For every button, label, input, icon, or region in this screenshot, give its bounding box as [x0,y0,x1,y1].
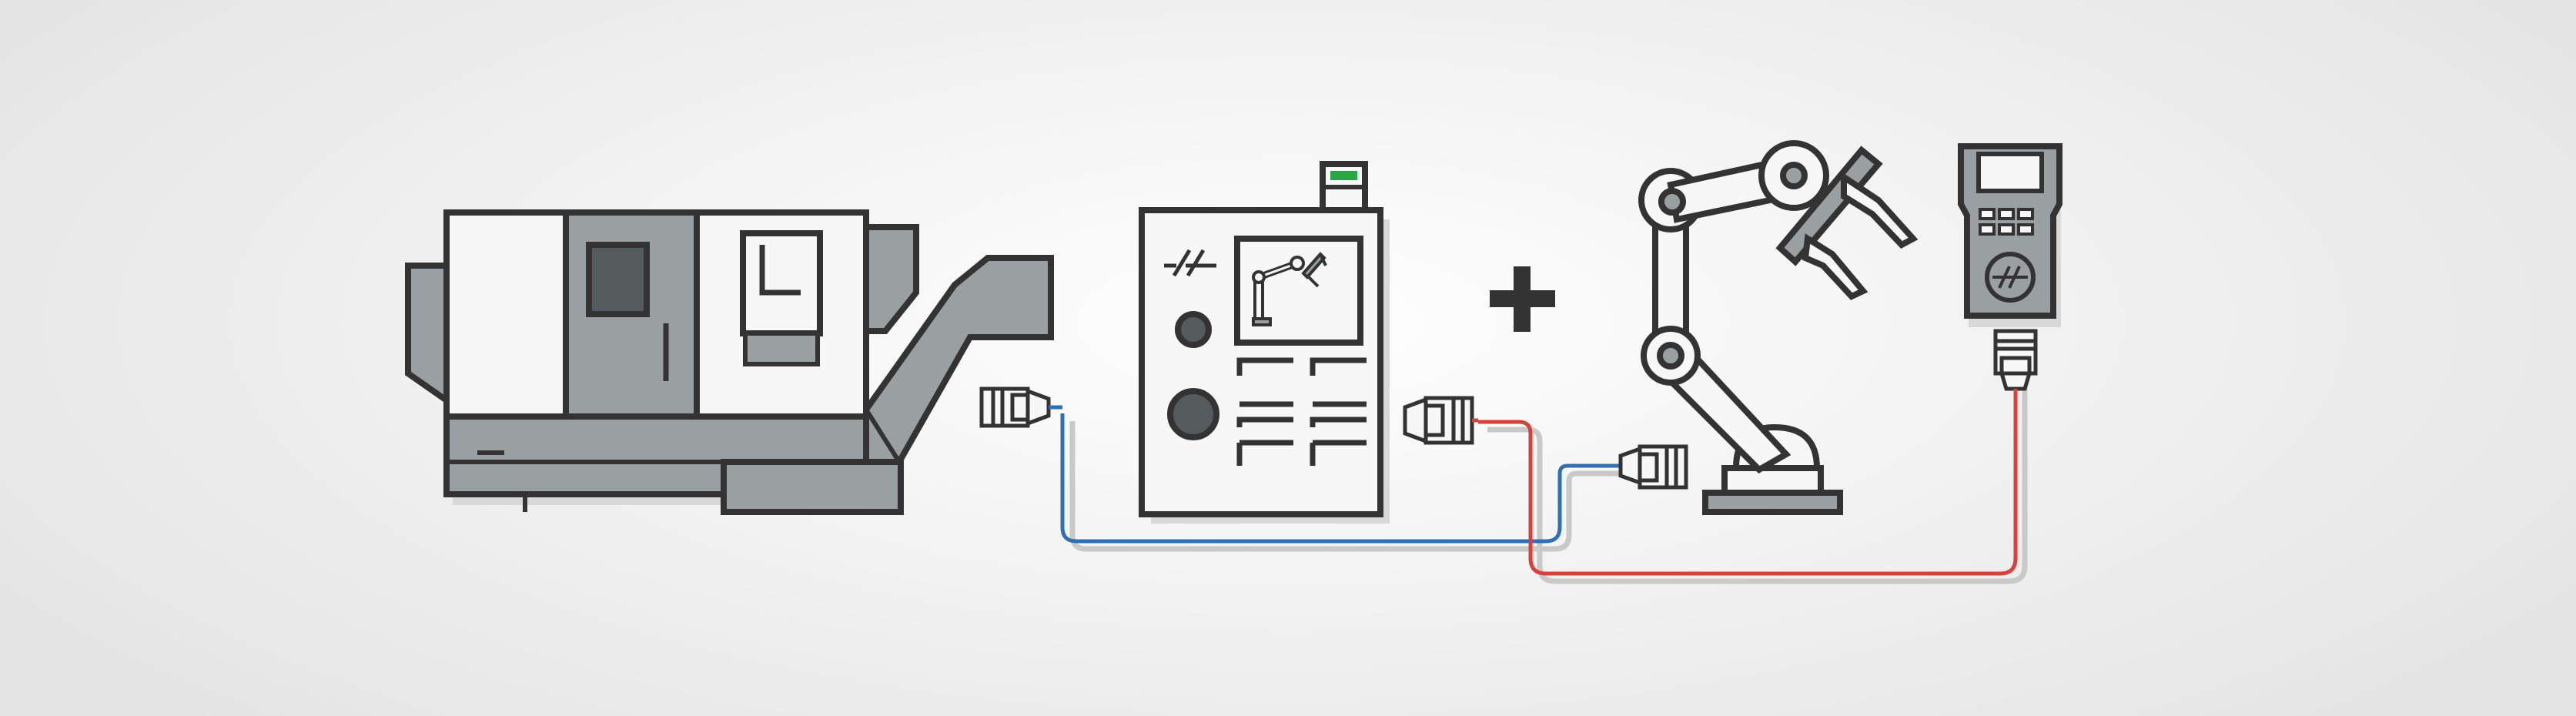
teach-pendant-connector [1993,329,2038,396]
door-window [586,242,650,317]
cable-shadows [1069,385,2028,584]
pendant-knob-small [1175,311,1212,348]
red-cable [1478,377,2018,576]
lathe-control-panel [740,230,823,336]
haas-logo [1164,249,1216,277]
robot-base-plate [1702,490,1843,515]
teach-pendant-screen [1976,152,2044,193]
robot-arm [1638,140,1919,515]
robot-gripper-finger-top [1841,171,1919,249]
teach-pendant-keys [1979,208,2034,236]
cnc-lathe [405,209,1054,515]
robot-gripper-finger-bottom [1802,233,1868,300]
pendant-keypad [1236,357,1367,466]
robot-teach-pendant [1958,143,2062,327]
robot-ethernet-connector [1618,444,1688,490]
plus-sign [1490,266,1555,332]
pendant-ethernet-connector [1403,396,1478,445]
lathe-ethernet-connector [979,386,1062,428]
pendant-knob-large [1167,388,1219,440]
screen-robot-icon [1252,252,1327,326]
control-pendant [1139,161,1390,524]
robot-gripper-plate [1775,146,1883,266]
blue-cable [1060,413,1621,544]
